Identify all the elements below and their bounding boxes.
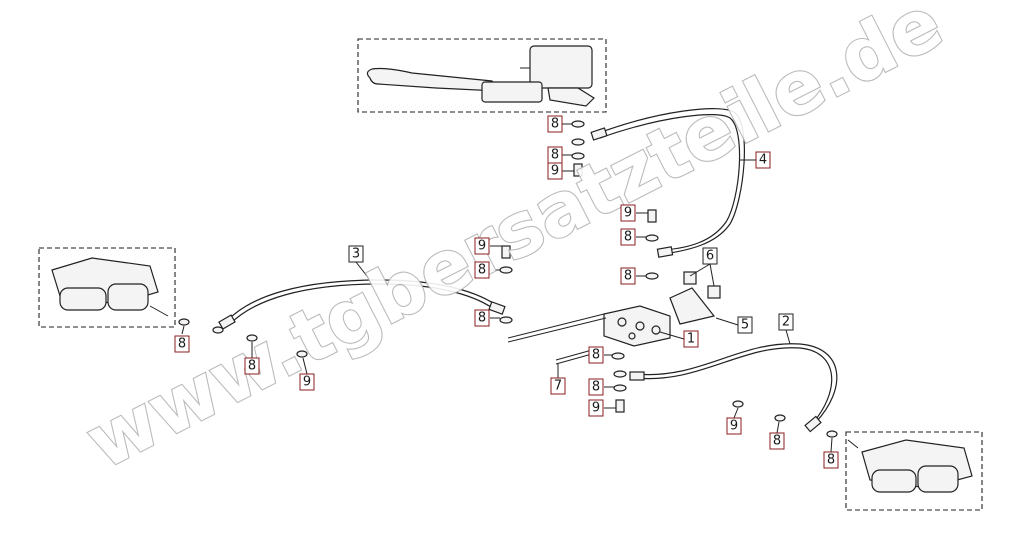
- svg-text:8: 8: [773, 434, 781, 449]
- label-8: 8: [588, 346, 604, 364]
- part-labels: 8 8 9 4 9 8 8 9 8 8 3 6 5 1 2 8 8 9 7 8 …: [174, 115, 839, 469]
- hose-3: [225, 279, 501, 323]
- svg-text:5: 5: [741, 318, 749, 333]
- svg-text:7: 7: [554, 379, 562, 394]
- label-7: 7: [550, 377, 566, 395]
- label-8: 8: [823, 451, 839, 469]
- brake-distributor: [603, 287, 716, 347]
- svg-text:9: 9: [730, 419, 738, 434]
- label-6: 6: [702, 247, 718, 265]
- svg-text:9: 9: [624, 206, 632, 221]
- svg-text:8: 8: [551, 148, 559, 163]
- master-cylinder-lever: [357, 38, 607, 113]
- label-2: 2: [778, 313, 794, 331]
- clamp-icon: [481, 81, 543, 103]
- brake-hoses: [178, 108, 838, 438]
- svg-text:8: 8: [248, 359, 256, 374]
- master-cylinder-frame: [357, 38, 607, 113]
- svg-text:8: 8: [624, 269, 632, 284]
- label-8: 8: [620, 228, 636, 246]
- svg-text:1: 1: [687, 332, 695, 347]
- label-9: 9: [299, 373, 315, 391]
- svg-text:8: 8: [478, 263, 486, 278]
- svg-text:9: 9: [551, 164, 559, 179]
- label-1: 1: [683, 330, 699, 348]
- label-9: 9: [726, 417, 742, 435]
- brake-pipe: [507, 313, 605, 339]
- label-5: 5: [737, 316, 753, 334]
- label-9: 9: [620, 204, 636, 222]
- svg-text:3: 3: [352, 247, 360, 262]
- right-brake-caliper: [845, 431, 983, 511]
- label-8: 8: [547, 115, 563, 133]
- label-8: 8: [547, 146, 563, 164]
- hose-4: [595, 108, 746, 255]
- right-caliper-frame: [845, 431, 983, 511]
- label-8: 8: [474, 309, 490, 327]
- left-brake-caliper: [38, 247, 176, 328]
- label-8: 8: [769, 432, 785, 450]
- svg-text:9: 9: [303, 375, 311, 390]
- hose-2: [635, 343, 838, 423]
- leader-lines: [181, 123, 833, 453]
- label-8: 8: [174, 335, 190, 353]
- mounting-bracket-icon: [669, 287, 716, 325]
- svg-text:9: 9: [478, 239, 486, 254]
- svg-text:8: 8: [827, 453, 835, 468]
- label-3: 3: [348, 245, 364, 263]
- svg-text:4: 4: [759, 153, 767, 168]
- svg-text:8: 8: [592, 348, 600, 363]
- svg-text:8: 8: [478, 311, 486, 326]
- svg-text:9: 9: [592, 401, 600, 416]
- svg-text:8: 8: [178, 337, 186, 352]
- svg-text:8: 8: [624, 230, 632, 245]
- left-caliper-frame: [38, 247, 176, 328]
- svg-text:8: 8: [551, 117, 559, 132]
- svg-text:2: 2: [782, 315, 790, 330]
- svg-text:8: 8: [592, 380, 600, 395]
- banjo-outlet-icon: [547, 87, 595, 107]
- svg-text:6: 6: [706, 249, 714, 264]
- label-8: 8: [620, 267, 636, 285]
- label-9: 9: [547, 162, 563, 180]
- bolt-7-icon: [555, 349, 593, 361]
- label-8: 8: [588, 378, 604, 396]
- label-9: 9: [588, 399, 604, 417]
- label-8: 8: [244, 357, 260, 375]
- label-4: 4: [755, 151, 771, 169]
- label-8: 8: [474, 261, 490, 279]
- label-9: 9: [474, 237, 490, 255]
- brake-lever-icon: [366, 67, 500, 92]
